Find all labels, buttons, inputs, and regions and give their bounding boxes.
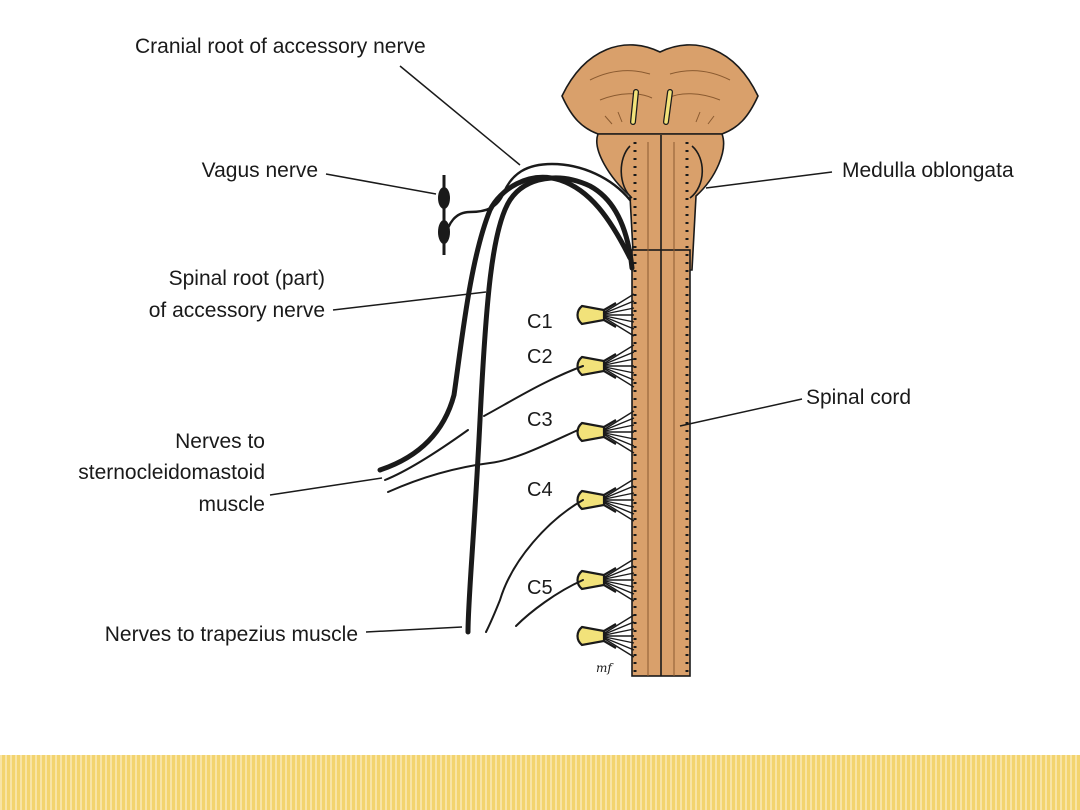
cranial-root-accessory-nerve [444, 162, 632, 238]
label-vagus-nerve: Vagus nerve [202, 159, 318, 182]
medulla [596, 133, 725, 271]
label-scm-2: sternocleidomastoid [78, 461, 265, 484]
label-spinal-root-2: of accessory nerve [149, 299, 325, 322]
decorative-footer-band [0, 755, 1080, 810]
pons [561, 44, 759, 135]
label-spinal-root-1: Spinal root (part) [169, 267, 325, 290]
spinal-root-accessory-nerve [465, 175, 635, 635]
dorsal-root-ganglion [576, 344, 635, 388]
dorsal-root-ganglion [576, 614, 635, 658]
nerves [377, 162, 635, 635]
labels: Cranial root of accessory nerve Vagus ne… [78, 35, 1014, 646]
artist-signature: mf [596, 661, 614, 675]
label-scm-3: muscle [198, 493, 265, 516]
label-cranial-root: Cranial root of accessory nerve [135, 35, 426, 58]
leader-lines [269, 65, 833, 633]
segment-label: C4 [527, 479, 553, 501]
segment-labels: C1 C2 C3 C4 C5 [527, 311, 553, 599]
label-trapezius: Nerves to trapezius muscle [105, 623, 358, 646]
segment-label: C5 [527, 577, 553, 599]
dorsal-root-ganglion [576, 478, 635, 522]
label-spinal-cord: Spinal cord [806, 386, 911, 409]
segment-label: C1 [527, 311, 553, 333]
dorsal-root-ganglion [576, 558, 635, 602]
brainstem [561, 44, 759, 677]
dorsal-root-ganglion [576, 410, 635, 454]
label-medulla: Medulla oblongata [842, 159, 1014, 182]
vagus-nerve [438, 175, 450, 255]
segment-label: C3 [527, 409, 553, 431]
dorsal-root-ganglia [576, 293, 635, 658]
dorsal-root-ganglion [576, 293, 635, 337]
label-scm-1: Nerves to [175, 430, 265, 453]
segment-label: C2 [527, 346, 553, 368]
strand-to-scm [377, 174, 633, 473]
